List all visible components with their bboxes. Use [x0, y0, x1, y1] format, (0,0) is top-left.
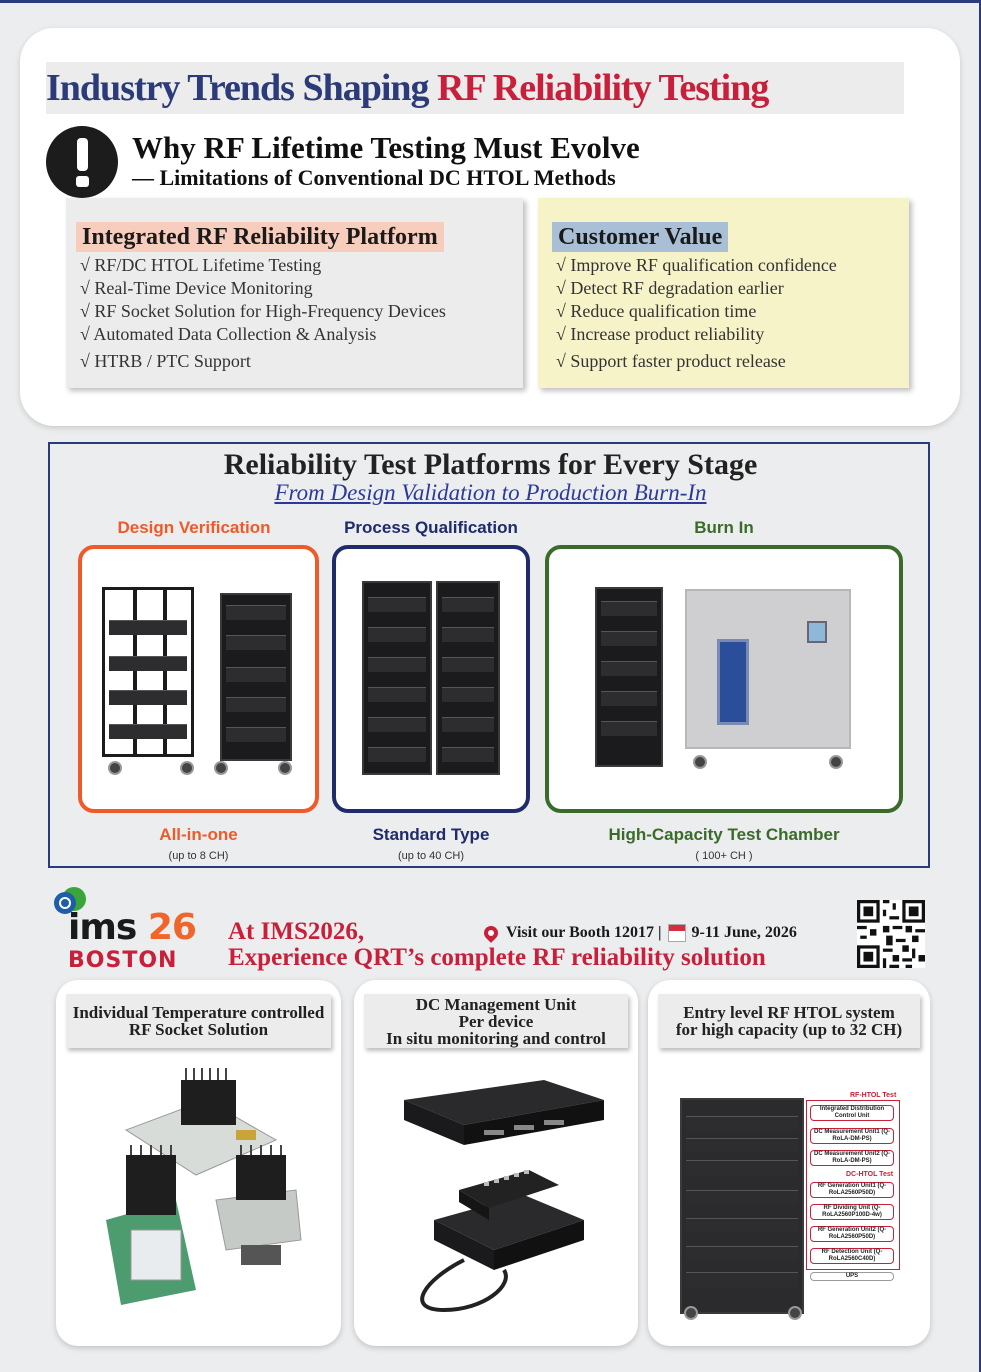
booth-info: Visit our Booth 12017 | 9-11 June, 2026	[481, 923, 797, 943]
rack-illustration	[436, 581, 500, 775]
list-item: √ RF Socket Solution for High-Frequency …	[80, 301, 446, 321]
booth-number: Visit our Booth 12017 |	[506, 924, 662, 941]
rf-htol-label: RF-HTOL Test	[850, 1092, 897, 1099]
platforms-subtitle: From Design Validation to Production Bur…	[274, 480, 707, 505]
customer-value-title: Customer Value	[552, 222, 729, 252]
product-title-line: DC Management Unit	[415, 994, 577, 1014]
all-in-one-image	[78, 545, 319, 813]
list-item: √ RF/DC HTOL Lifetime Testing	[80, 255, 322, 275]
ims-logo-city: BOSTON	[68, 948, 178, 973]
open-rack-illustration	[102, 587, 194, 757]
product-title-line: Entry level RF HTOL system	[683, 1003, 895, 1022]
customer-value-list: √ Improve RF qualification confidence √ …	[556, 254, 837, 373]
platform-features-title: Integrated RF Reliability Platform	[76, 222, 444, 252]
rack-tag: RF Generation Unit1 (Q-RoLA2560P50D)	[810, 1182, 894, 1198]
ims-logo: ims 26	[68, 907, 197, 948]
ims-headline-1: At IMS2026,	[228, 918, 365, 945]
dc-management-unit-illustration	[404, 1080, 604, 1313]
qr-code-icon[interactable]	[857, 900, 925, 968]
ims-logo-year: 26	[147, 907, 197, 948]
ims-headline-2: Experience QRT’s complete RF reliability…	[228, 944, 766, 971]
product-card-title: DC Management Unit Per device In situ mo…	[364, 994, 628, 1048]
test-chamber-image	[545, 545, 903, 813]
rf-socket-illustration	[106, 1068, 302, 1305]
rf-htol-rack-illustration	[680, 1098, 804, 1314]
list-item: √ Improve RF qualification confidence	[556, 255, 837, 275]
rack-tag: UPS	[810, 1272, 894, 1281]
calendar-icon	[667, 924, 686, 942]
why-subtitle: — Limitations of Conventional DC HTOL Me…	[132, 165, 616, 190]
platform-features-list: √ RF/DC HTOL Lifetime Testing √ Real-Tim…	[80, 254, 446, 373]
rack-tag: DC Measurement Unit1 (Q-RoLA-DM-PS)	[810, 1128, 894, 1144]
product-card-rf-htol: Entry level RF HTOL system for high capa…	[648, 980, 930, 1346]
dc-htol-label: DC-HTOL Test	[846, 1171, 894, 1178]
right-border	[979, 0, 981, 1372]
product-card-dc-management: DC Management Unit Per device In situ mo…	[354, 980, 638, 1346]
capacity-standard: (up to 40 CH)	[397, 850, 465, 862]
list-item: √ Increase product reliability	[556, 324, 765, 344]
why-title: Why RF Lifetime Testing Must Evolve	[132, 130, 640, 165]
product-title-line: In situ monitoring and control	[386, 1028, 606, 1048]
title-part-2: RF Reliability Testing	[437, 67, 769, 109]
ims-speech-bubble-icon	[54, 887, 86, 914]
list-item: √ Automated Data Collection & Analysis	[80, 324, 377, 344]
rack-tag: Integrated Distribution Control Unit	[810, 1105, 894, 1121]
exclamation-icon	[46, 126, 118, 198]
list-item: √ Reduce qualification time	[556, 301, 757, 321]
rack-tag: DC Measurement Unit2 (Q-RoLA-DM-PS)	[810, 1150, 894, 1166]
rack-illustration	[595, 587, 663, 767]
standard-type-image	[332, 545, 530, 813]
product-title-line: RF Socket Solution	[128, 1020, 269, 1039]
product-title-line: for high capacity (up to 32 CH)	[675, 1020, 903, 1039]
capacity-all-in-one: (up to 8 CH)	[168, 850, 229, 862]
location-pin-icon	[481, 923, 501, 943]
type-high-capacity: High-Capacity Test Chamber	[608, 825, 840, 844]
top-border	[0, 0, 981, 3]
list-item: √ Real-Time Device Monitoring	[80, 278, 313, 298]
list-item: √ Support faster product release	[556, 351, 786, 371]
type-standard: Standard Type	[372, 825, 490, 844]
rack-label-group	[806, 1100, 900, 1270]
stage-process-qualification: Process Qualification	[344, 518, 518, 537]
page-title: Industry Trends Shaping RF Reliability T…	[46, 62, 904, 114]
closed-rack-illustration	[220, 593, 292, 761]
stage-design-verification: Design Verification	[117, 518, 271, 537]
rack-tag: RF Detection Unit (Q-RoLA2560C40D)	[810, 1248, 894, 1264]
stage-burn-in: Burn In	[694, 518, 754, 537]
customer-value-box: Customer Value √ Improve RF qualificatio…	[538, 198, 909, 388]
product-card-title: Entry level RF HTOL system for high capa…	[658, 994, 920, 1048]
product-title-line: Per device	[458, 1011, 534, 1031]
list-item: √ HTRB / PTC Support	[80, 351, 251, 371]
platforms-title: Reliability Test Platforms for Every Sta…	[223, 448, 758, 481]
rack-tag: RF Generation Unit2 (Q-RoLA2560P50D)	[810, 1226, 894, 1242]
capacity-high-capacity: ( 100+ CH )	[695, 850, 753, 862]
rack-tag: RF Dividing Unit (Q-RoLA2560P100D-4w)	[810, 1204, 894, 1220]
product-card-rf-socket: Individual Temperature controlled RF Soc…	[56, 980, 341, 1346]
platform-features-box: Integrated RF Reliability Platform √ RF/…	[66, 198, 523, 388]
chamber-illustration	[685, 589, 851, 749]
rack-illustration	[362, 581, 432, 775]
product-card-title: Individual Temperature controlled RF Soc…	[66, 994, 331, 1048]
type-all-in-one: All-in-one	[159, 825, 238, 844]
title-part-1: Industry Trends Shaping	[46, 67, 430, 109]
event-dates: 9-11 June, 2026	[691, 924, 797, 941]
product-title-line: Individual Temperature controlled	[72, 1003, 325, 1022]
list-item: √ Detect RF degradation earlier	[556, 278, 784, 298]
ims-logo-text: ims	[68, 907, 137, 948]
